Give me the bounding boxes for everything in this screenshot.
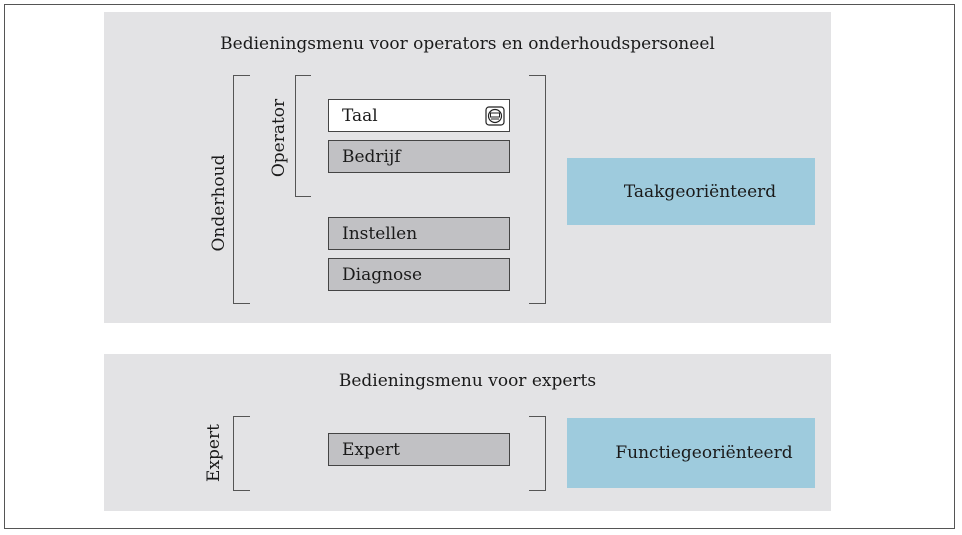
menu-item-expert-label: Expert — [342, 439, 400, 460]
menu-item-bedrijf-label: Bedrijf — [342, 146, 401, 167]
expert-label: Expert — [204, 424, 224, 482]
function-oriented-tag: Functiegeoriënteerd — [567, 418, 815, 488]
onderhoud-bracket — [233, 75, 250, 304]
onderhoud-label: Onderhoud — [209, 154, 229, 252]
task-oriented-tag: Taakgeoriënteerd — [567, 158, 815, 225]
menu-item-expert[interactable]: Expert — [328, 433, 510, 466]
menu-item-diagnose-label: Diagnose — [342, 264, 423, 285]
operator-label: Operator — [269, 98, 289, 178]
top-right-bracket — [529, 75, 546, 304]
menu-item-bedrijf[interactable]: Bedrijf — [328, 140, 510, 173]
expert-panel-title: Bedieningsmenu voor experts — [338, 371, 597, 391]
expert-bracket — [233, 416, 250, 491]
display-device-icon — [485, 105, 505, 126]
menu-item-taal-label: Taal — [342, 105, 378, 126]
operator-bracket — [295, 75, 311, 197]
menu-item-taal[interactable]: Taal — [328, 99, 510, 132]
operator-panel-title: Bedieningsmenu voor operators en onderho… — [220, 34, 715, 54]
diagram-frame — [4, 4, 955, 529]
menu-item-diagnose[interactable]: Diagnose — [328, 258, 510, 291]
expert-right-bracket — [529, 416, 546, 491]
menu-item-instellen-label: Instellen — [342, 223, 418, 244]
menu-item-instellen[interactable]: Instellen — [328, 217, 510, 250]
